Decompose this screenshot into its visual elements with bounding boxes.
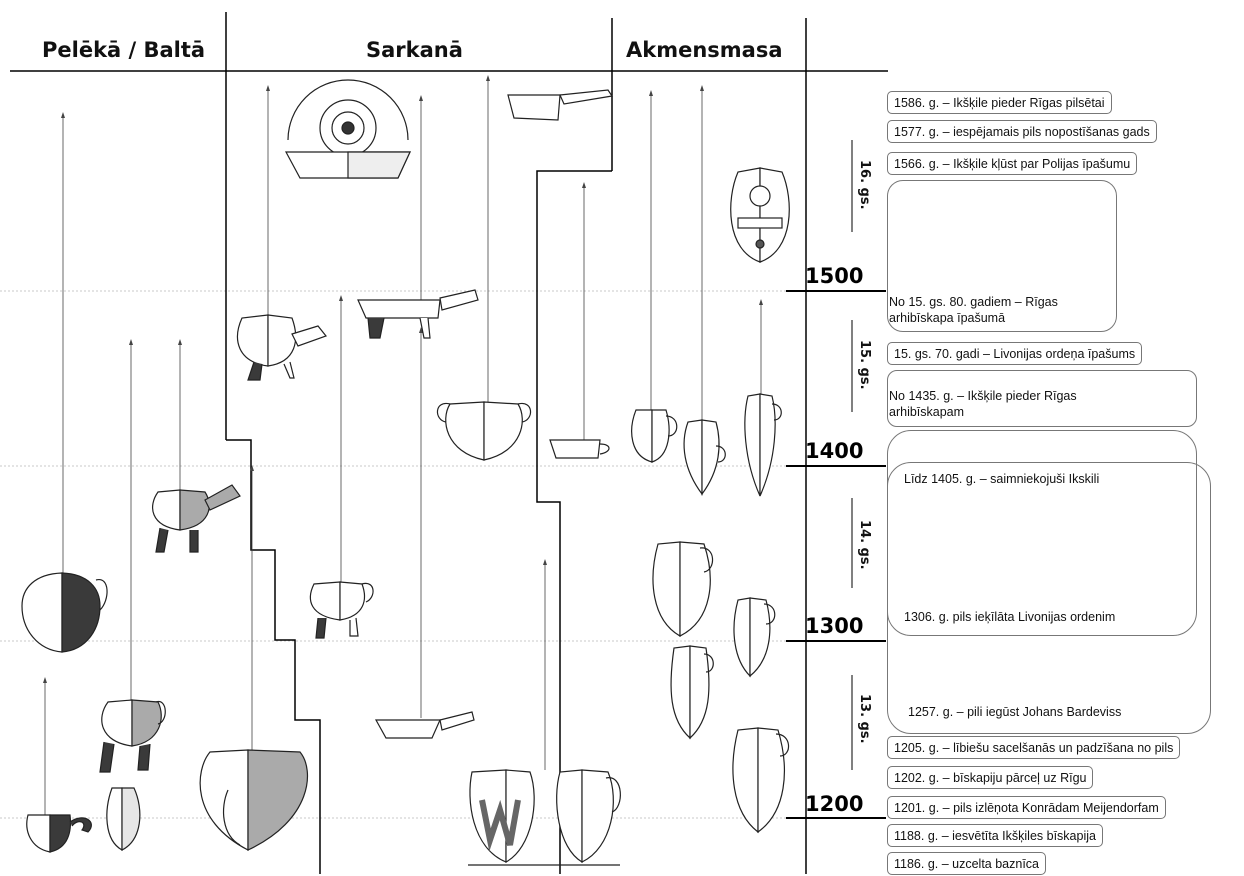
red-tripod-cup-icon: [309, 581, 374, 639]
gray-large-pot-icon: [199, 749, 309, 851]
stoneware-cylinder-jug-icon: [670, 645, 714, 740]
usage-period-lines: [44, 78, 762, 815]
year-label-1500: 1500: [805, 264, 864, 288]
gray-cup-icon: [26, 814, 92, 853]
stoneware-bottle-icon: [744, 393, 782, 497]
century-label-15: 15. gs.: [857, 340, 872, 390]
white-vase-icon: [106, 787, 141, 852]
event-1470: 15. gs. 70. gadi – Livonijas ordeņa īpaš…: [887, 342, 1143, 365]
stoneware-bearded-jug-icon: [730, 167, 790, 263]
gray-tripod-pot-icon: [99, 699, 166, 773]
gray-spouted-tripod-icon: [151, 484, 241, 553]
red-stamped-plate-icon: [284, 79, 411, 179]
event-1405: Līdz 1405. g. – saimniekojuši Ikskili: [904, 472, 1100, 486]
red-shallow-pan-icon: [374, 711, 475, 739]
red-frying-pan-icon: [357, 289, 479, 339]
column-structure: [10, 12, 888, 874]
event-1586: 1586. g. – Ikšķile pieder Rīgas pilsētai: [887, 91, 1112, 114]
year-label-1400: 1400: [805, 439, 864, 463]
event-1186: 1186. g. – uzcelta baznīca: [887, 852, 1047, 875]
year-label-1300: 1300: [805, 614, 864, 638]
column-header-red: Sarkanā: [366, 38, 463, 62]
red-spouted-pot-icon: [237, 314, 327, 381]
stoneware-dish-icon: [549, 439, 610, 459]
gray-pot-icon: [21, 572, 108, 653]
event-1188: 1188. g. – iesvētīta Ikšķiles bīskapija: [887, 824, 1103, 847]
stoneware-tall-jug-icon: [683, 419, 726, 496]
year-label-1200: 1200: [805, 792, 864, 816]
event-1205: 1205. g. – lībiešu sacelšanās un padzīša…: [887, 736, 1181, 759]
event-box-1405-1257: [887, 462, 1211, 734]
red-decorated-jug-icon: [469, 769, 535, 864]
red-jug-icon: [556, 769, 621, 864]
event-1202: 1202. g. – bīskapiju pārceļ uz Rīgu: [887, 766, 1094, 789]
century-label-13: 13. gs.: [857, 694, 872, 744]
century-label-16: 16. gs.: [857, 160, 872, 210]
event-box-1435: [887, 370, 1197, 427]
stoneware-jug-1300-icon: [652, 541, 714, 638]
arrow-tips: [43, 75, 763, 683]
event-1306: 1306. g. pils ieķīlāta Livonijas ordenim: [904, 610, 1116, 624]
stoneware-slim-jug-icon: [733, 597, 776, 678]
event-1257: 1257. g. – pili iegūst Johans Bardeviss: [908, 705, 1122, 719]
stoneware-mug-icon: [631, 409, 678, 463]
stoneware-jug-1200-icon: [732, 727, 790, 834]
event-box-1480: [887, 180, 1117, 332]
column-header-gray-white: Pelēkā / Baltā: [42, 38, 206, 62]
event-1435: No 1435. g. – Ikšķile pieder Rīgas arhib…: [889, 389, 1077, 419]
century-label-14: 14. gs.: [857, 520, 872, 570]
red-two-handled-pot-icon: [436, 401, 532, 461]
column-header-stoneware: Akmensmasa: [626, 38, 783, 62]
event-1201: 1201. g. – pils izlēņota Konrādam Meijen…: [887, 796, 1166, 819]
event-1480: No 15. gs. 80. gadiem – Rīgas arhibīskap…: [889, 295, 1058, 325]
event-1566: 1566. g. – Ikšķile kļūst par Polijas īpa…: [887, 152, 1138, 175]
event-1577: 1577. g. – iespējamais pils nopostīšanas…: [887, 120, 1157, 143]
red-skillet-icon: [507, 89, 614, 121]
